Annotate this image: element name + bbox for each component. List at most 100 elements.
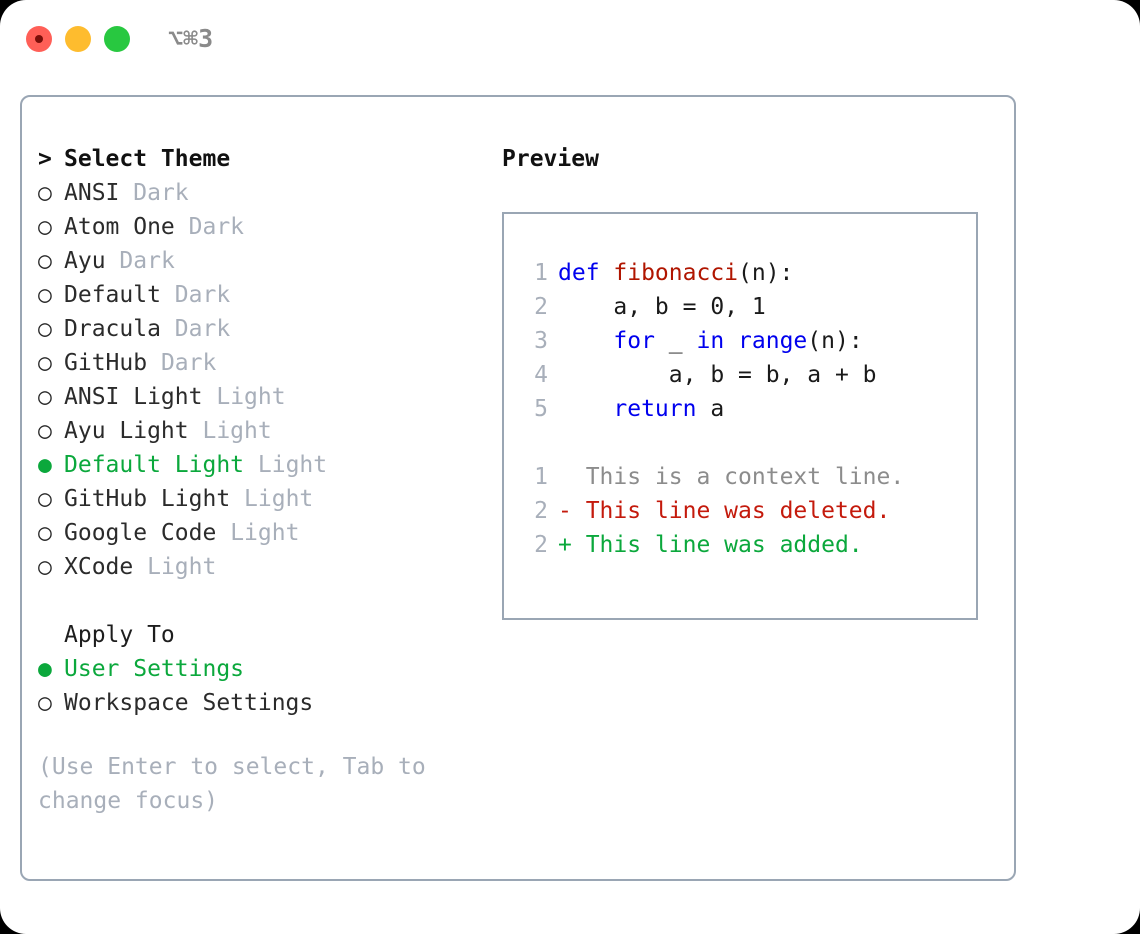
theme-name: Atom One — [64, 214, 175, 240]
theme-variant-tag: Dark — [160, 350, 217, 376]
theme-list-item[interactable]: ○Dracula Dark — [38, 312, 486, 346]
theme-list-item[interactable]: ○Google Code Light — [38, 516, 486, 550]
code-token: def — [558, 260, 614, 286]
theme-variant-tag: Light — [257, 452, 328, 478]
spacer — [161, 312, 175, 346]
code-line: 3 for _ in range(n): — [522, 324, 976, 358]
theme-list-item[interactable]: ○ANSI Dark — [38, 176, 486, 210]
theme-list-item[interactable]: ○ GitHub Dark — [38, 346, 486, 380]
minimize-button[interactable] — [65, 26, 91, 52]
radio-unselected-icon: ○ — [38, 350, 52, 376]
theme-name: GitHub — [64, 350, 148, 376]
apply-to-option[interactable]: ● User Settings — [38, 652, 486, 686]
keyboard-shortcut-label: ⌥⌘3 — [168, 24, 214, 53]
apply-to-label: Apply To — [64, 622, 175, 648]
keyboard-hint: (Use Enter to select, Tab to change focu… — [38, 754, 440, 814]
spacer — [230, 482, 244, 516]
radio-unselected-icon: ○ — [38, 384, 52, 410]
radio-unselected-icon: ○ — [38, 180, 52, 206]
spacer — [244, 448, 258, 482]
theme-name: Google Code — [64, 520, 217, 546]
theme-list-item[interactable]: ○GitHub Light Light — [38, 482, 486, 516]
theme-name: Dracula — [64, 316, 161, 342]
prompt-caret-icon: > — [38, 146, 52, 172]
radio-unselected-icon: ○ — [38, 554, 52, 580]
spacer — [175, 210, 189, 244]
line-number: 2 — [534, 498, 548, 524]
diff-line: 2 + This line was added. — [522, 528, 976, 562]
line-number: 1 — [534, 464, 548, 490]
radio-unselected-icon: ○ — [38, 248, 52, 274]
diff-line: 1 This is a context line. — [522, 460, 976, 494]
code-token: for — [613, 328, 655, 354]
theme-name: Default — [64, 282, 161, 308]
line-number: 2 — [534, 532, 548, 558]
hint-gap — [38, 720, 486, 750]
radio-unselected-icon: ○ — [38, 690, 52, 716]
title-bar: ⌥⌘3 — [0, 0, 1140, 78]
apply-to-option-label: User Settings — [64, 656, 245, 682]
theme-variant-tag: Light — [216, 384, 286, 410]
close-button[interactable] — [26, 26, 52, 52]
diff-text: This line was deleted. — [571, 498, 891, 524]
radio-selected-icon: ● — [38, 656, 52, 682]
spacer — [119, 176, 133, 210]
theme-list-item[interactable]: ●Default Light Light — [38, 448, 486, 482]
line-number: 5 — [534, 396, 548, 422]
code-token — [558, 328, 613, 354]
spacer — [106, 244, 120, 278]
code-token: in — [696, 328, 725, 354]
code-token: a, b = 0, 1 — [558, 294, 766, 320]
code-token — [724, 328, 738, 354]
code-token: range — [738, 328, 808, 354]
theme-name: XCode — [64, 554, 134, 580]
apply-to-list: ● User Settings ○Workspace Settings — [38, 652, 486, 720]
line-number: 4 — [534, 362, 548, 388]
spacer — [133, 550, 147, 584]
spacer — [189, 414, 203, 448]
code-token: fibonacci — [613, 260, 739, 286]
list-gap — [38, 584, 486, 618]
theme-list-item[interactable]: ○Ayu Dark — [38, 244, 486, 278]
theme-list-item[interactable]: ○ANSI Light Light — [38, 380, 486, 414]
theme-name: Ayu Light — [64, 418, 189, 444]
theme-variant-tag: Dark — [188, 214, 245, 240]
theme-variant-tag: Dark — [133, 180, 189, 206]
diff-line: 2- This line was deleted. — [522, 494, 976, 528]
radio-unselected-icon: ○ — [38, 418, 52, 444]
code-token: (n): — [738, 260, 794, 286]
radio-selected-icon: ● — [38, 452, 52, 478]
traffic-lights — [26, 26, 130, 52]
theme-list-item[interactable]: ○ Ayu Light Light — [38, 414, 486, 448]
diff-marker — [558, 464, 572, 490]
theme-variant-tag: Light — [202, 418, 272, 444]
theme-variant-tag: Light — [147, 554, 217, 580]
radio-unselected-icon: ○ — [38, 316, 52, 342]
line-number: 3 — [534, 328, 548, 354]
preview-title: Preview — [502, 146, 599, 172]
theme-list-item[interactable]: ○Atom One Dark — [38, 210, 486, 244]
diff-text: This line was added. — [571, 532, 863, 558]
theme-name: GitHub Light — [64, 486, 231, 512]
diff-text: This is a context line. — [571, 464, 905, 490]
code-token: return — [613, 396, 697, 422]
theme-list-column: > Select Theme ○ANSI Dark○Atom One Dark○… — [38, 142, 486, 818]
theme-list-item[interactable]: ○ XCode Light — [38, 550, 486, 584]
code-line: 2 a, b = 0, 1 — [522, 290, 976, 324]
theme-picker-panel: > Select Theme ○ANSI Dark○Atom One Dark○… — [20, 95, 1016, 881]
radio-unselected-icon: ○ — [38, 486, 52, 512]
spacer — [161, 278, 175, 312]
theme-list-item[interactable]: ○Default Dark — [38, 278, 486, 312]
line-number: 2 — [534, 294, 548, 320]
zoom-button[interactable] — [104, 26, 130, 52]
radio-unselected-icon: ○ — [38, 520, 52, 546]
code-line: 5 return a — [522, 392, 976, 426]
diff-marker: + — [558, 532, 572, 558]
code-line: 4 a, b = b, a + b — [522, 358, 976, 392]
apply-to-option[interactable]: ○Workspace Settings — [38, 686, 486, 720]
code-diff-separator — [522, 426, 976, 460]
